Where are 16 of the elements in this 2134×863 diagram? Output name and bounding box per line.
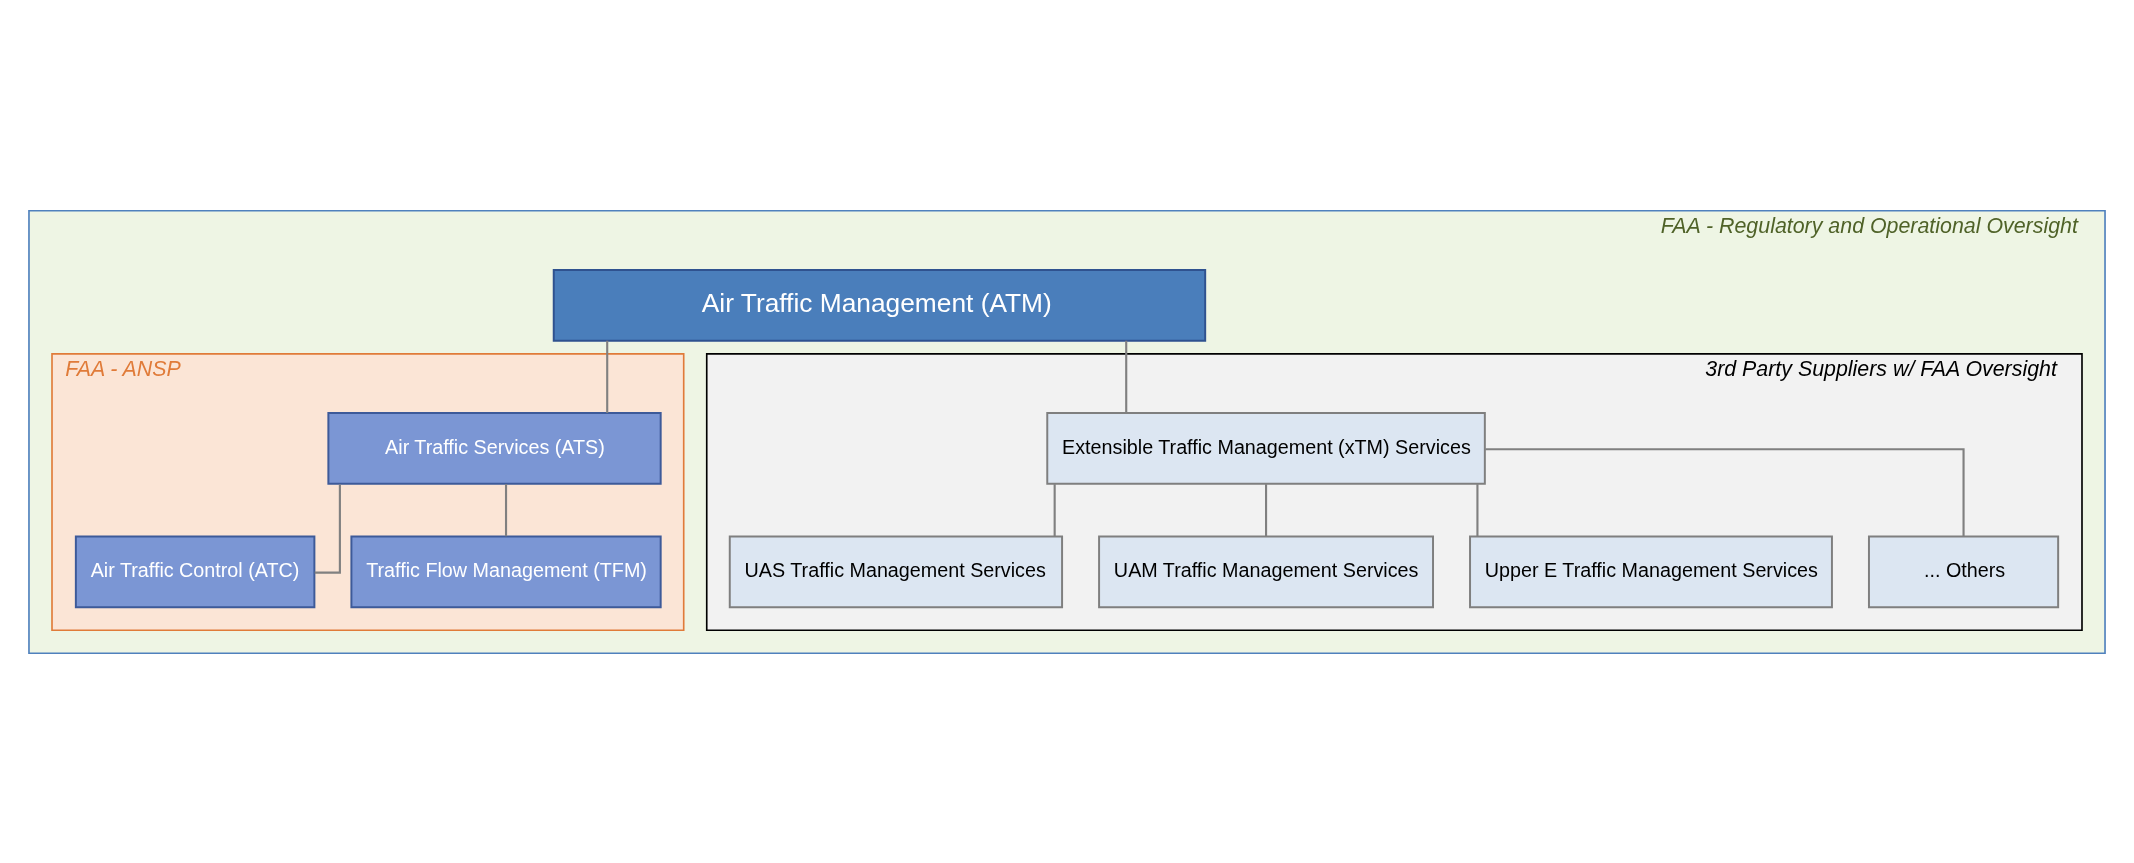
node-box: Traffic Flow Management (TFM): [350, 534, 662, 608]
node-box: Air Traffic Services (ATS): [327, 411, 662, 485]
connector: [1476, 483, 1479, 536]
node-box: UAM Traffic Management Services: [1098, 534, 1434, 608]
node-box: Air Traffic Management (ATM): [552, 268, 1207, 342]
connector: [1485, 447, 1965, 536]
node-box: Air Traffic Control (ATC): [74, 534, 316, 608]
connector: [1265, 483, 1268, 536]
connector: [606, 340, 609, 413]
node-box: Extensible Traffic Management (xTM) Services: [1046, 411, 1486, 485]
node-box: Upper E Traffic Management Services: [1469, 534, 1833, 608]
connector: [1053, 483, 1056, 536]
connector: [504, 483, 508, 536]
connector: [1125, 340, 1128, 413]
node-box: ... Others: [1867, 534, 2060, 608]
node-box: UAS Traffic Management Services: [728, 534, 1064, 608]
